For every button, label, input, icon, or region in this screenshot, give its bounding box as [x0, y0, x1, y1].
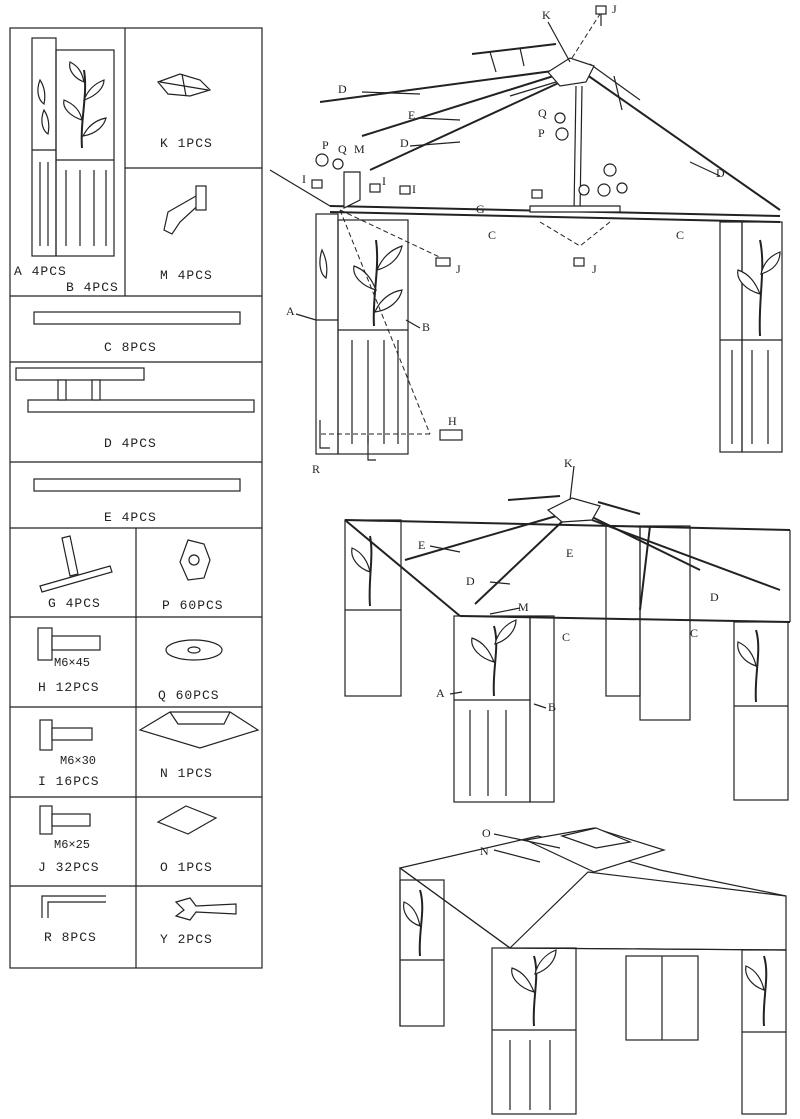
callout-p: P — [538, 126, 545, 140]
part-i-spec: M6×30 — [60, 754, 97, 768]
part-o-drawing — [156, 805, 218, 835]
part-o-label: O 1PCS — [160, 860, 213, 875]
callout-d: D — [466, 574, 475, 588]
callout-a: A — [286, 304, 295, 318]
part-h-label: H 12PCS — [38, 680, 100, 695]
part-a-label: A 4PCS — [14, 264, 67, 279]
part-p-drawing — [179, 539, 211, 581]
callout-q: Q — [538, 106, 547, 120]
callout-k: K — [542, 8, 551, 22]
part-j-label: J 32PCS — [38, 860, 100, 875]
callout-i: I — [412, 182, 416, 196]
callout-leaders — [295, 21, 721, 863]
step2-frame-view — [344, 495, 791, 803]
part-c-drawing — [33, 311, 241, 325]
callout-c: C — [488, 228, 497, 242]
callout-e: E — [418, 538, 426, 552]
part-k-label: K 1PCS — [160, 136, 213, 151]
callout-d: D — [400, 136, 409, 150]
callout-e: E — [566, 546, 574, 560]
part-g-drawing — [39, 535, 113, 593]
callout-j: J — [456, 262, 461, 276]
callout-e: E — [408, 108, 416, 122]
callout-c: C — [676, 228, 685, 242]
callout-g: G — [476, 202, 485, 216]
callout-j: J — [592, 262, 597, 276]
part-m-label: M 4PCS — [160, 268, 213, 283]
part-d-label: D 4PCS — [104, 436, 157, 451]
part-b-label: B 4PCS — [66, 280, 119, 295]
callout-c: C — [562, 630, 571, 644]
part-n-label: N 1PCS — [160, 766, 213, 781]
callout-i: I — [382, 174, 386, 188]
callout-h: H — [448, 414, 457, 428]
callout-m: M — [354, 142, 365, 156]
part-j-spec: M6×25 — [54, 838, 91, 852]
callout-k: K — [564, 456, 573, 470]
part-g-label: G 4PCS — [48, 596, 101, 611]
callout-m: M — [518, 600, 529, 614]
callout-d: D — [710, 590, 719, 604]
callout-q: Q — [338, 142, 347, 156]
part-r-drawing — [41, 895, 106, 918]
part-y-label: Y 2PCS — [160, 932, 213, 947]
part-q-drawing — [165, 639, 223, 661]
part-q-label: Q 60PCS — [158, 688, 220, 703]
panel-ab-drawing — [31, 37, 115, 257]
part-m-drawing — [163, 185, 207, 235]
callout-n: N — [480, 844, 489, 858]
callout-b: B — [548, 700, 557, 714]
part-p-label: P 60PCS — [162, 598, 224, 613]
callout-i: I — [302, 172, 306, 186]
part-y-drawing — [174, 897, 237, 921]
part-h-spec: M6×45 — [54, 656, 91, 670]
callout-p: P — [322, 138, 329, 152]
callout-o: O — [482, 826, 491, 840]
part-d-drawing — [15, 367, 255, 413]
part-h-drawing — [37, 627, 101, 661]
step3-complete-view — [398, 827, 787, 1115]
part-i-label: I 16PCS — [38, 774, 100, 789]
part-e-label: E 4PCS — [104, 510, 157, 525]
part-k-drawing — [156, 73, 212, 97]
callout-b: B — [422, 320, 431, 334]
step1-exploded-view — [269, 5, 783, 461]
callout-d: D — [338, 82, 347, 96]
callout-d: D — [716, 166, 725, 180]
part-e-drawing — [33, 478, 241, 492]
callout-r: R — [312, 462, 321, 476]
parts-table — [9, 27, 263, 969]
part-c-label: C 8PCS — [104, 340, 157, 355]
callout-c: C — [690, 626, 699, 640]
callout-j: J — [612, 2, 617, 16]
part-j-drawing — [39, 805, 91, 835]
part-i-drawing — [39, 719, 93, 751]
part-r-label: R 8PCS — [44, 930, 97, 945]
part-n-drawing — [138, 711, 260, 749]
callout-a: A — [436, 686, 445, 700]
